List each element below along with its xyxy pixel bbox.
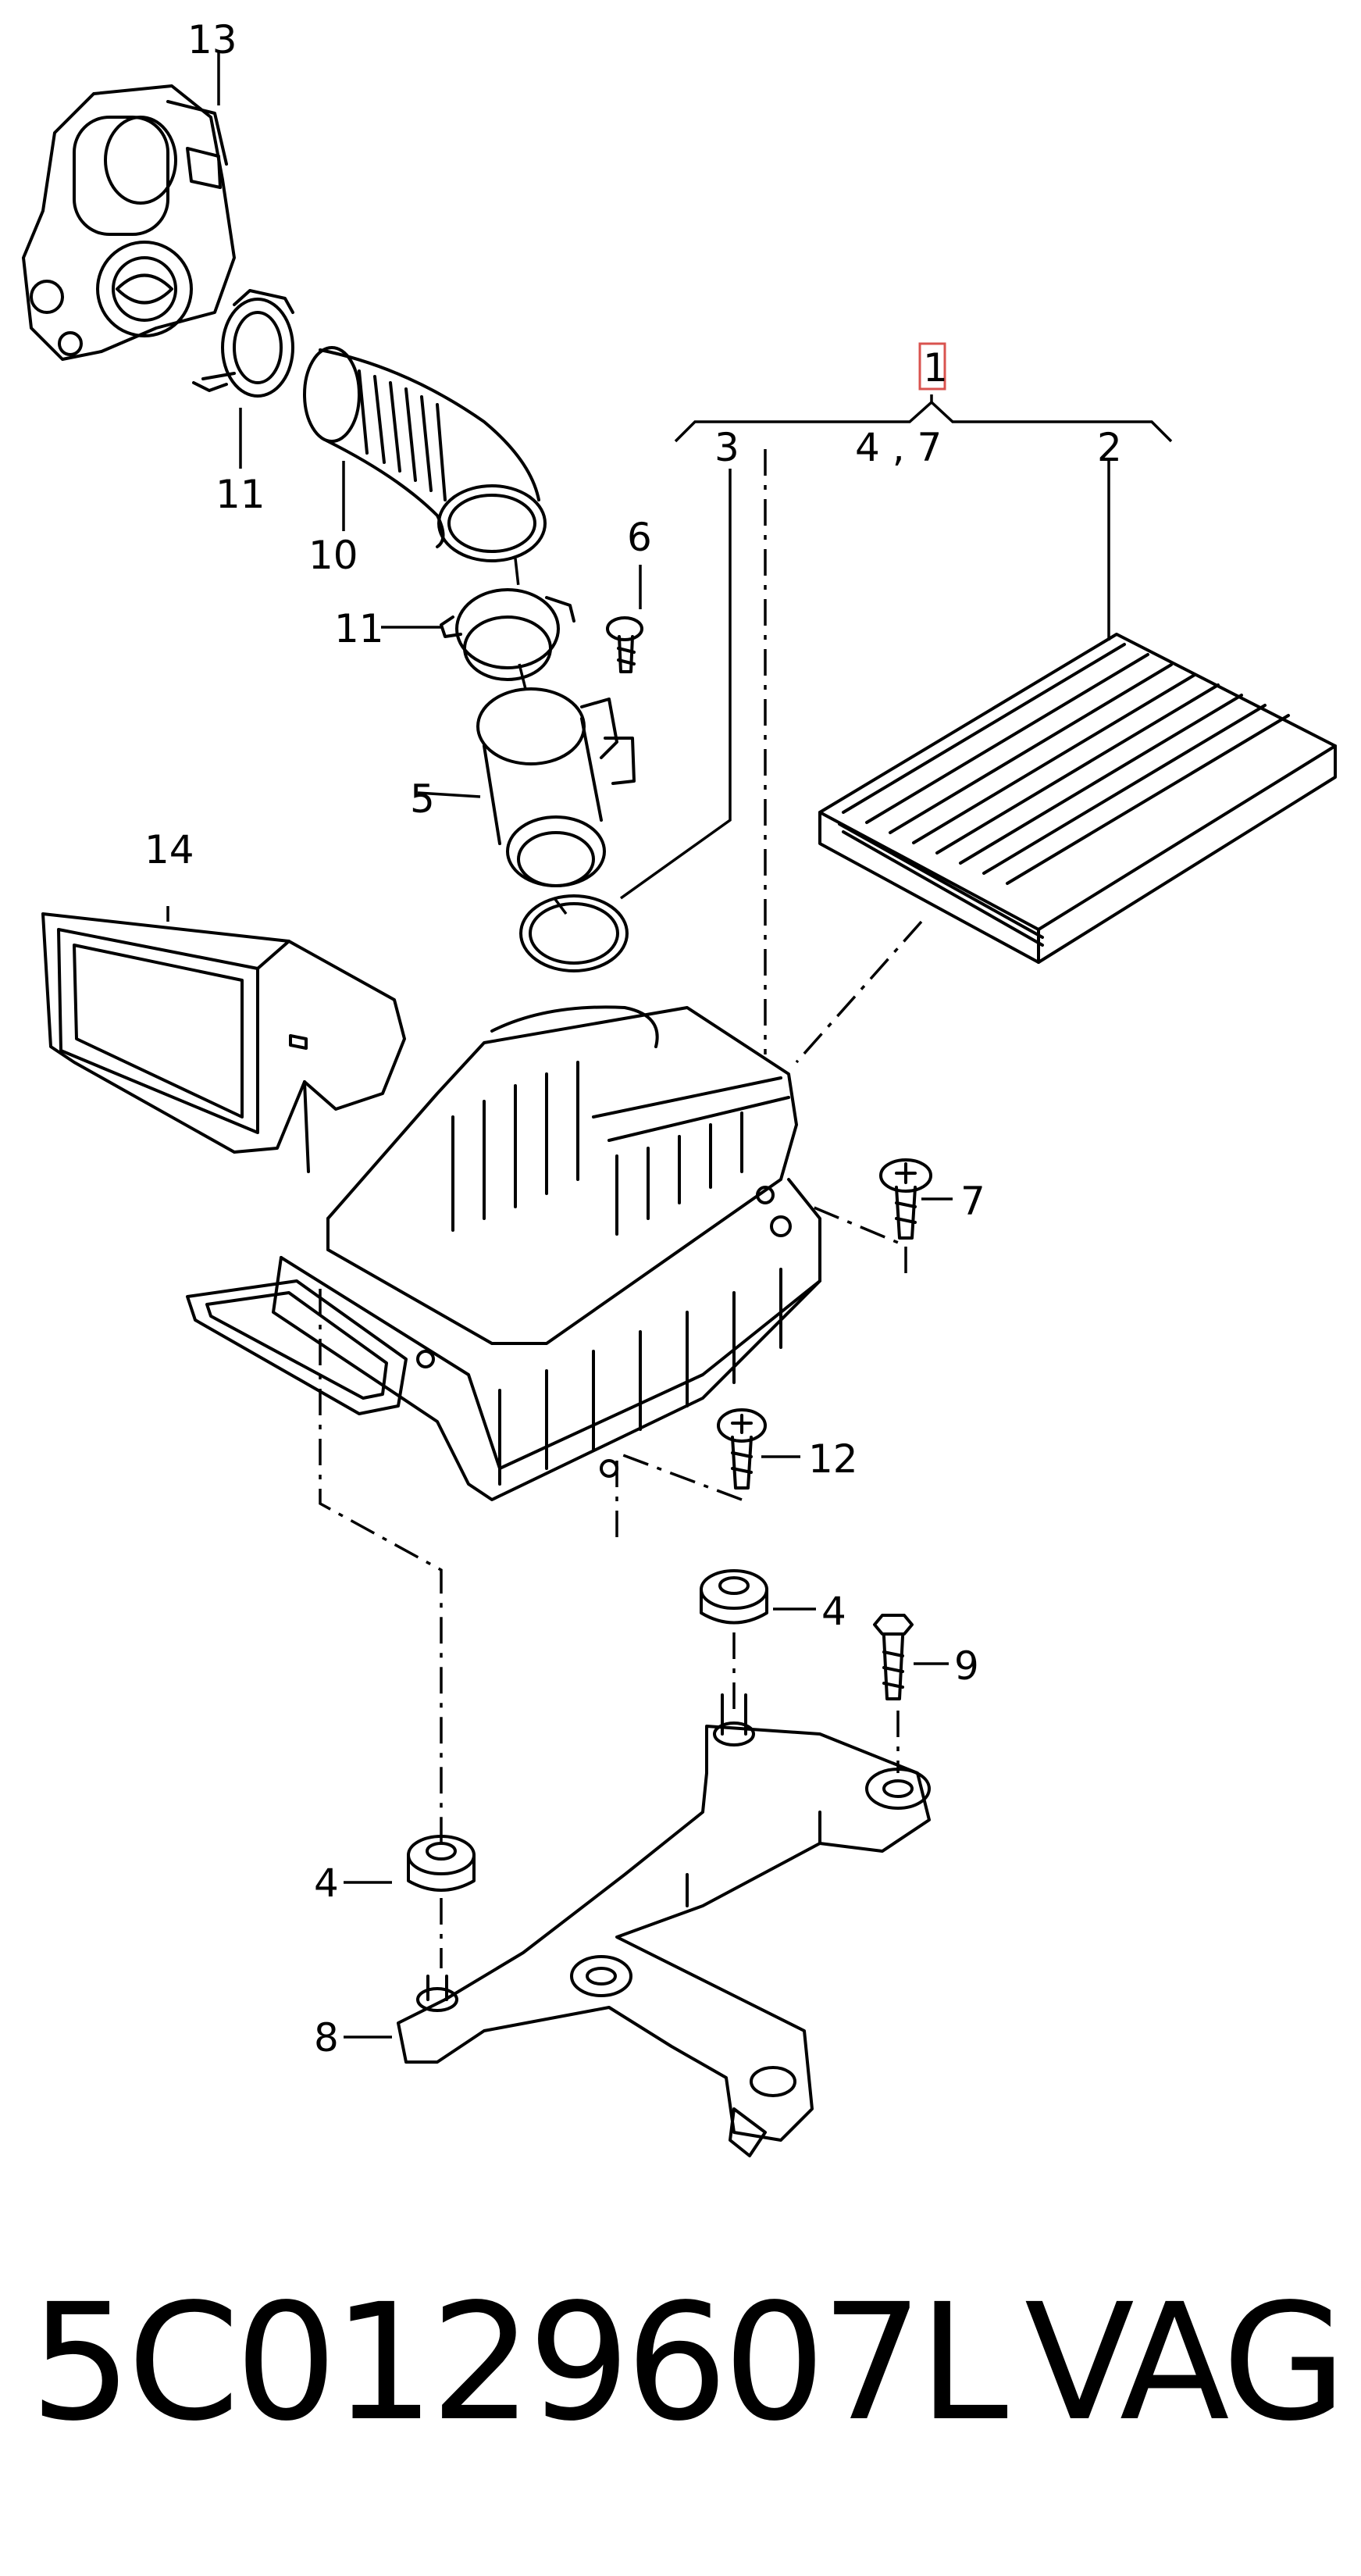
- callout-4-7: 4 , 7: [855, 425, 942, 470]
- alignment-lines: [319, 449, 923, 1968]
- air-filter-housing: [186, 1005, 821, 1501]
- callout-10: 10: [308, 533, 358, 578]
- rubber-mount-lower: [407, 1835, 476, 1892]
- callout-1-highlight: [918, 342, 946, 391]
- callout-3: 3: [714, 425, 739, 470]
- screw-6: [606, 616, 643, 673]
- filter-element: [818, 633, 1337, 964]
- clamp-upper: [192, 289, 294, 398]
- callout-12: 12: [808, 1436, 858, 1482]
- brand-label: VAG: [1024, 2269, 1347, 2456]
- callout-9: 9: [954, 1643, 979, 1689]
- seal-ring: [519, 894, 629, 972]
- callout-14: 14: [144, 827, 194, 872]
- callout-5: 5: [410, 776, 435, 822]
- screw-12: [717, 1408, 767, 1490]
- air-mass-meter: [476, 687, 636, 887]
- callout-13: 13: [187, 17, 237, 62]
- mounting-bracket: [397, 1693, 931, 2157]
- leader-lines: [166, 51, 1173, 2039]
- clamp-lower: [440, 588, 575, 681]
- callout-8: 8: [314, 2015, 339, 2060]
- part-number: 5C0129607L: [30, 2269, 1008, 2456]
- throttle-body: [22, 84, 236, 361]
- callout-7: 7: [960, 1179, 985, 1224]
- callout-6: 6: [627, 515, 652, 560]
- callout-1: 1: [923, 345, 948, 391]
- callout-11-upper: 11: [216, 472, 265, 517]
- callout-11-lower: 11: [334, 606, 384, 651]
- callout-4-lower: 4: [314, 1861, 339, 1906]
- callout-2: 2: [1097, 425, 1122, 470]
- screw-9: [873, 1614, 914, 1700]
- screw-7: [879, 1158, 932, 1240]
- intake-duct: [41, 912, 406, 1173]
- callout-4-upper: 4: [821, 1589, 846, 1634]
- corrugated-hose: [303, 346, 547, 562]
- callout-labels: 1 3 4 , 7 2 13 11 10 11 6 5 14 7 12 4 9 …: [144, 17, 1122, 2060]
- rubber-mount-upper: [700, 1569, 768, 1625]
